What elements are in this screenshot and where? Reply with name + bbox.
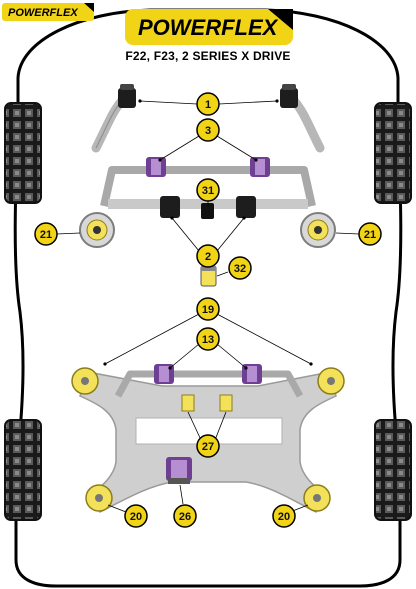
rear-right-tyre <box>374 419 412 521</box>
front-left-arm-bush <box>118 84 136 108</box>
callout-19: 19 <box>196 297 220 321</box>
callout-13-label: 13 <box>202 334 214 346</box>
callout-3: 3 <box>196 118 220 142</box>
front-anti-roll-bar <box>100 166 316 207</box>
rear-left-tyre <box>4 419 42 521</box>
front-left-tyre <box>4 102 42 204</box>
leader-arrowheads <box>103 99 313 370</box>
callout-2: 2 <box>196 244 220 268</box>
callout-32-label: 32 <box>234 263 246 275</box>
callout-31-label: 31 <box>202 185 214 197</box>
callout-32: 32 <box>228 256 252 280</box>
front-centre-bush <box>201 203 214 219</box>
callout-21-right: 21 <box>358 222 382 246</box>
rear-subframe-mount-front-left <box>71 367 99 395</box>
rear-subframe-mount-rear-left <box>85 484 113 512</box>
callout-20-left-label: 20 <box>130 511 142 523</box>
callout-21-left: 21 <box>34 222 58 246</box>
anti-roll-bar-bush-right <box>250 157 270 177</box>
callout-1: 1 <box>196 92 220 116</box>
front-right-tyre <box>374 102 412 204</box>
callout-26: 26 <box>173 504 197 528</box>
callout-20-right: 20 <box>272 504 296 528</box>
front-lower-bush-left <box>160 196 180 218</box>
front-lower-bush-right <box>236 196 256 218</box>
rear-diff-mount <box>166 457 192 484</box>
anti-roll-bar-bush-left <box>146 157 166 177</box>
callout-2-label: 2 <box>205 251 211 263</box>
rear-anti-roll-bar <box>114 370 304 398</box>
rear-subframe-mount-front-right <box>317 367 345 395</box>
callout-19-label: 19 <box>202 304 214 316</box>
callout-20-left: 20 <box>124 504 148 528</box>
callout-20-right-label: 20 <box>278 511 290 523</box>
callout-21-right-label: 21 <box>364 229 376 241</box>
rear-subframe-mount-rear-right <box>303 484 331 512</box>
main-logo-text: POWERFLEX <box>138 15 279 40</box>
callout-31: 31 <box>196 178 220 202</box>
callout-27-label: 27 <box>202 441 214 453</box>
callout-3-label: 3 <box>205 125 211 137</box>
callout-21-left-label: 21 <box>40 229 52 241</box>
callout-1-label: 1 <box>205 99 211 111</box>
callout-13: 13 <box>196 327 220 351</box>
main-logo: POWERFLEX <box>125 9 293 45</box>
front-right-strut-mount <box>300 212 336 248</box>
rear-subframe-insert-right <box>219 394 233 412</box>
model-line: F22, F23, 2 SERIES X DRIVE <box>125 49 290 63</box>
small-logo: POWERFLEX <box>2 3 94 21</box>
front-right-arm-bush <box>280 84 298 108</box>
small-logo-text: POWERFLEX <box>8 7 78 19</box>
rear-subframe-insert-left <box>181 394 195 412</box>
callout-26-label: 26 <box>179 511 191 523</box>
callout-27: 27 <box>196 434 220 458</box>
leader-lines <box>56 100 360 513</box>
gearbox-mount-insert <box>200 265 217 287</box>
front-left-strut-mount <box>79 212 115 248</box>
